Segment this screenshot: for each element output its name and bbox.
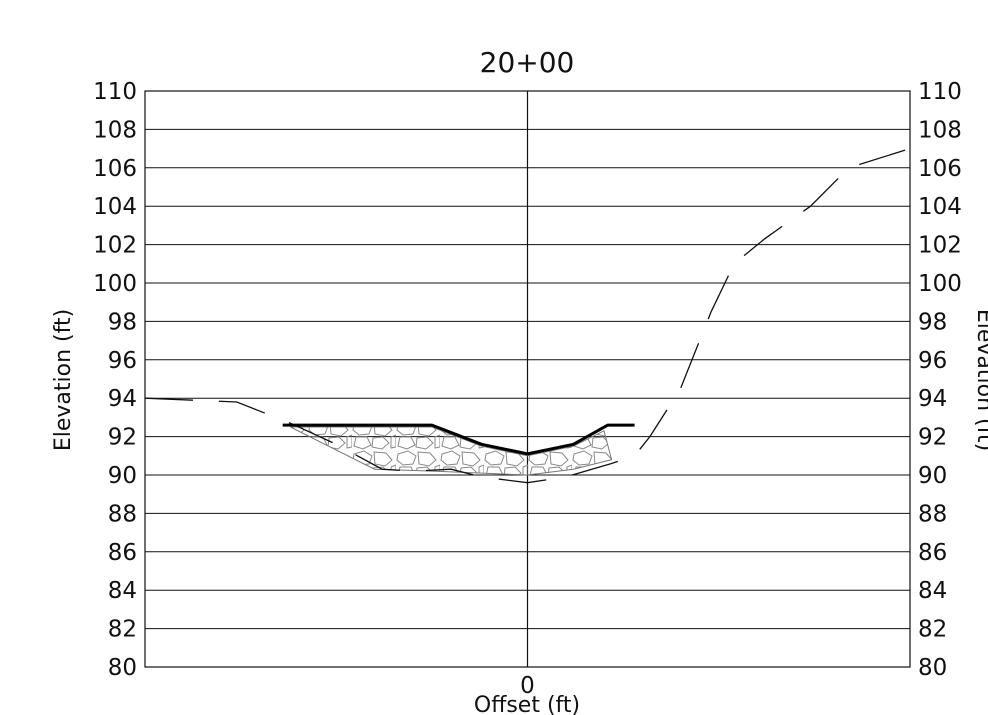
- series-layer: [144, 147, 911, 484]
- y-tick-label-right-102: 102: [918, 233, 962, 259]
- y-tick-label-right-84: 84: [918, 578, 947, 604]
- y-tick-label-102: 102: [93, 233, 137, 259]
- y-tick-label-98: 98: [108, 309, 137, 335]
- x-axis-label: Offset (ft): [474, 693, 580, 715]
- chart-title: 20+00: [480, 46, 575, 79]
- y-tick-label-100: 100: [93, 271, 137, 297]
- y-tick-label-94: 94: [108, 386, 137, 412]
- y-tick-label-90: 90: [108, 463, 137, 489]
- y-tick-label-88: 88: [108, 501, 137, 527]
- y-tick-label-right-104: 104: [918, 194, 962, 220]
- existing-ground-line: [144, 147, 911, 484]
- y-tick-label-right-90: 90: [918, 463, 947, 489]
- riprap-fill: [290, 426, 613, 476]
- y-tick-label-82: 82: [108, 617, 137, 643]
- y-tick-label-right-88: 88: [918, 501, 947, 527]
- right-tick-labels: 80 82 84 86 88 90 92 94 96 98 100 102 104 106 108 110: [918, 79, 962, 681]
- y-tick-label-108: 108: [93, 117, 137, 143]
- y-tick-label-right-98: 98: [918, 309, 947, 335]
- y-tick-label-86: 86: [108, 540, 137, 566]
- x-tick-label-0: 0: [520, 673, 535, 699]
- y-tick-label-right-92: 92: [918, 425, 947, 451]
- right-y-axis-label: Elevation (ft): [972, 309, 988, 451]
- y-tick-label-96: 96: [108, 348, 137, 374]
- y-tick-label-80: 80: [108, 655, 137, 681]
- y-tick-label-right-110: 110: [918, 79, 962, 105]
- y-tick-label-right-86: 86: [918, 540, 947, 566]
- y-tick-label-106: 106: [93, 156, 137, 182]
- y-tick-label-right-96: 96: [918, 348, 947, 374]
- y-tick-label-84: 84: [108, 578, 137, 604]
- y-tick-label-right-108: 108: [918, 117, 962, 143]
- y-tick-label-right-94: 94: [918, 386, 947, 412]
- x-tick-labels: 0: [520, 673, 535, 699]
- y-tick-label-right-106: 106: [918, 156, 962, 182]
- y-tick-label-104: 104: [93, 194, 137, 220]
- y-axis-label: Elevation (ft): [51, 309, 76, 451]
- y-tick-label-92: 92: [108, 425, 137, 451]
- y-tick-label-right-80: 80: [918, 655, 947, 681]
- design-section-line: [282, 423, 635, 456]
- y-tick-label-right-82: 82: [918, 617, 947, 643]
- left-tick-labels: 80 82 84 86 88 90 92 94 96 98 100 102 104 106 108 110: [93, 79, 137, 681]
- y-tick-label-right-100: 100: [918, 271, 962, 297]
- y-tick-label-110: 110: [93, 79, 137, 105]
